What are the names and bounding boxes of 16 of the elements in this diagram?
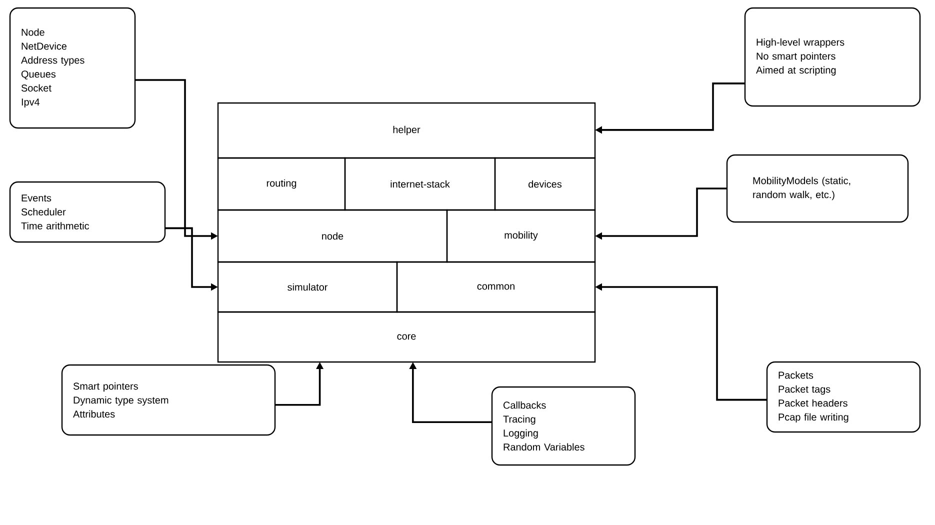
callout-box: Node NetDevice Address types Queues Socket Ipv4 [9,7,136,129]
layer-box: common [396,261,596,313]
callout-box: Events Scheduler Time arithmetic [9,181,166,243]
layer-box: routing [217,157,346,211]
layer-box: helper [217,102,596,159]
callout-box: Packets Packet tags Packet headers Pcap file writing [766,361,921,433]
layer-box: node [217,209,448,263]
callout-box: Callbacks Tracing Logging Random Variables [491,386,636,466]
layer-box: internet-stack [344,157,496,211]
layer-box: devices [494,157,596,211]
callout-box: High-level wrappers No smart pointers Aimed at scripting [744,7,921,107]
layer-box: simulator [217,261,398,313]
layer-box: core [217,311,596,363]
callout-box: Smart pointers Dynamic type system Attributes [61,364,276,436]
layer-box: mobility [446,209,596,263]
callout-box: MobilityModels (static, random walk, etc.) [726,154,909,223]
